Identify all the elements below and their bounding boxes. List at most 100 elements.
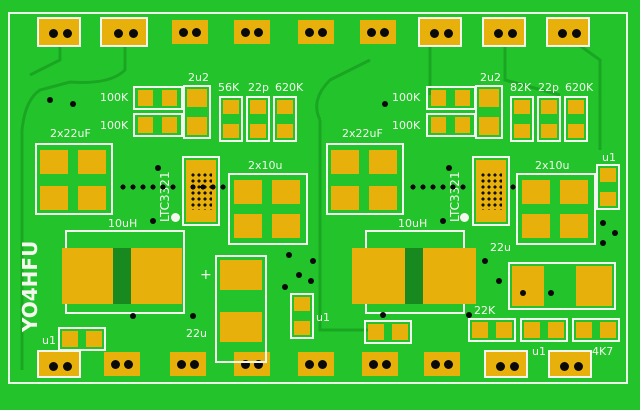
- label-4k7: 4K7: [592, 345, 614, 358]
- via: [286, 252, 292, 258]
- via: [70, 101, 76, 107]
- capacitor-10u-left-pad: [272, 214, 300, 238]
- bottom-connector-9: [548, 350, 592, 378]
- capacitor-u1-right-bot-pad: [524, 322, 540, 338]
- inductor-left: [62, 248, 182, 304]
- resistor-620k-right-pad: [568, 100, 584, 114]
- via: [190, 313, 196, 319]
- capacitor-10u-left-pad: [234, 214, 262, 238]
- resistor-100k-a-pad: [162, 90, 177, 106]
- via-row-left-2: [190, 184, 230, 190]
- top-connector-5: [298, 20, 334, 44]
- resistor-620k-right-outline: [564, 96, 588, 142]
- pin1-marker-right: [460, 213, 469, 222]
- capacitor-10u-right-outline: [516, 173, 596, 245]
- via: [482, 258, 488, 264]
- capacitor-2u2-right-pad: [479, 89, 499, 107]
- ic-ltc3321-right-outline: [472, 156, 510, 226]
- capacitor-u1-right-mid-outline: [364, 320, 412, 344]
- bottom-connector-8: [484, 350, 528, 378]
- resistor-56k-pad: [223, 124, 239, 138]
- ic-ltc3321-right: [476, 160, 506, 222]
- via-row-right: [410, 184, 470, 190]
- label-22k: 22K: [474, 304, 496, 317]
- resistor-100k-b-pad: [162, 117, 177, 133]
- resistor-100k-a-outline: [133, 86, 183, 110]
- capacitor-u1-right-mid-pad: [368, 324, 384, 340]
- resistor-82k-pad: [514, 100, 530, 114]
- label-2u2-right: 2u2: [480, 71, 501, 84]
- capacitor-22u-left-pad: [220, 312, 262, 342]
- capacitor-u1-left-outline: [58, 327, 106, 351]
- via: [282, 284, 288, 290]
- top-connector-6: [360, 20, 396, 44]
- via: [380, 312, 386, 318]
- capacitor-22u-right-outline: [508, 262, 616, 310]
- via-row-right-2: [510, 184, 520, 190]
- bottom-connector-6: [362, 352, 398, 376]
- via: [446, 165, 452, 171]
- capacitor-u1-right-top-pad: [600, 192, 616, 206]
- capacitor-2u2-left-outline: [183, 85, 211, 139]
- resistor-100k-b-pad: [138, 117, 153, 133]
- resistor-620k-right-pad: [568, 124, 584, 138]
- board-outline: [8, 12, 628, 384]
- resistor-u1-left-outline: [290, 293, 314, 339]
- top-connector-4: [234, 20, 270, 44]
- label-100k-right-b: 100K: [392, 119, 421, 132]
- resistor-100k-right-b-pad: [455, 117, 470, 133]
- via: [130, 313, 136, 319]
- label-ic-left: LTC3321: [158, 171, 172, 222]
- resistor-82k-pad: [514, 124, 530, 138]
- capacitor-2u2-left-pad: [187, 89, 207, 107]
- via: [440, 218, 446, 224]
- capacitor-u1-right-bot-outline: [520, 318, 568, 342]
- capacitor-22u-left-pad: [220, 260, 262, 290]
- capacitor-22uf-left-pad: [40, 186, 68, 210]
- capacitor-2u2-left-pad: [187, 117, 207, 135]
- inductor-right: [352, 248, 476, 304]
- resistor-22k-pad: [472, 322, 488, 338]
- via: [466, 312, 472, 318]
- resistor-620k-left-pad: [277, 100, 293, 114]
- label-100k-right-a: 100K: [392, 91, 421, 104]
- bottom-connector-3: [170, 352, 206, 376]
- top-connector-9: [546, 17, 590, 47]
- capacitor-22p-right-pad: [541, 100, 557, 114]
- top-connector-2: [100, 17, 148, 47]
- capacitor-22u-right-pad: [512, 266, 544, 306]
- capacitor-22p-left-pad: [250, 124, 266, 138]
- resistor-82k-outline: [510, 96, 534, 142]
- ic-ltc3321-left-outline: [182, 156, 220, 226]
- via: [155, 165, 161, 171]
- capacitor-22p-left-pad: [250, 100, 266, 114]
- capacitor-2u2-right-outline: [475, 85, 503, 139]
- top-connector-1: [37, 17, 81, 47]
- label-100k-a: 100K: [100, 91, 129, 104]
- capacitor-22uf-right-pad: [331, 150, 359, 174]
- label-82k: 82K: [510, 81, 532, 94]
- top-connector-3: [172, 20, 208, 44]
- resistor-22k-outline: [468, 318, 516, 342]
- label-2x22uf-left: 2x22uF: [50, 127, 91, 140]
- capacitor-10u-right-pad: [560, 180, 588, 204]
- ic-ltc3321-left: [186, 160, 216, 222]
- capacitor-22p-right-outline: [537, 96, 561, 142]
- resistor-100k-right-b-pad: [431, 117, 446, 133]
- label-2x10u-right: 2x10u: [535, 159, 570, 172]
- bottom-connector-5: [298, 352, 334, 376]
- label-10uh-right: 10uH: [398, 217, 428, 230]
- capacitor-10u-right-pad: [560, 214, 588, 238]
- capacitor-u1-right-top-outline: [596, 164, 620, 210]
- label-620k-right: 620K: [565, 81, 594, 94]
- via: [310, 258, 316, 264]
- capacitor-10u-right-pad: [522, 180, 550, 204]
- brand-label: YO4HFU: [18, 240, 42, 332]
- bottom-connector-4: [234, 352, 270, 376]
- label-22p-left: 22p: [248, 81, 269, 94]
- pin1-marker-left: [171, 213, 180, 222]
- via: [600, 240, 606, 246]
- via: [296, 272, 302, 278]
- capacitor-u1-right-mid-pad: [392, 324, 408, 340]
